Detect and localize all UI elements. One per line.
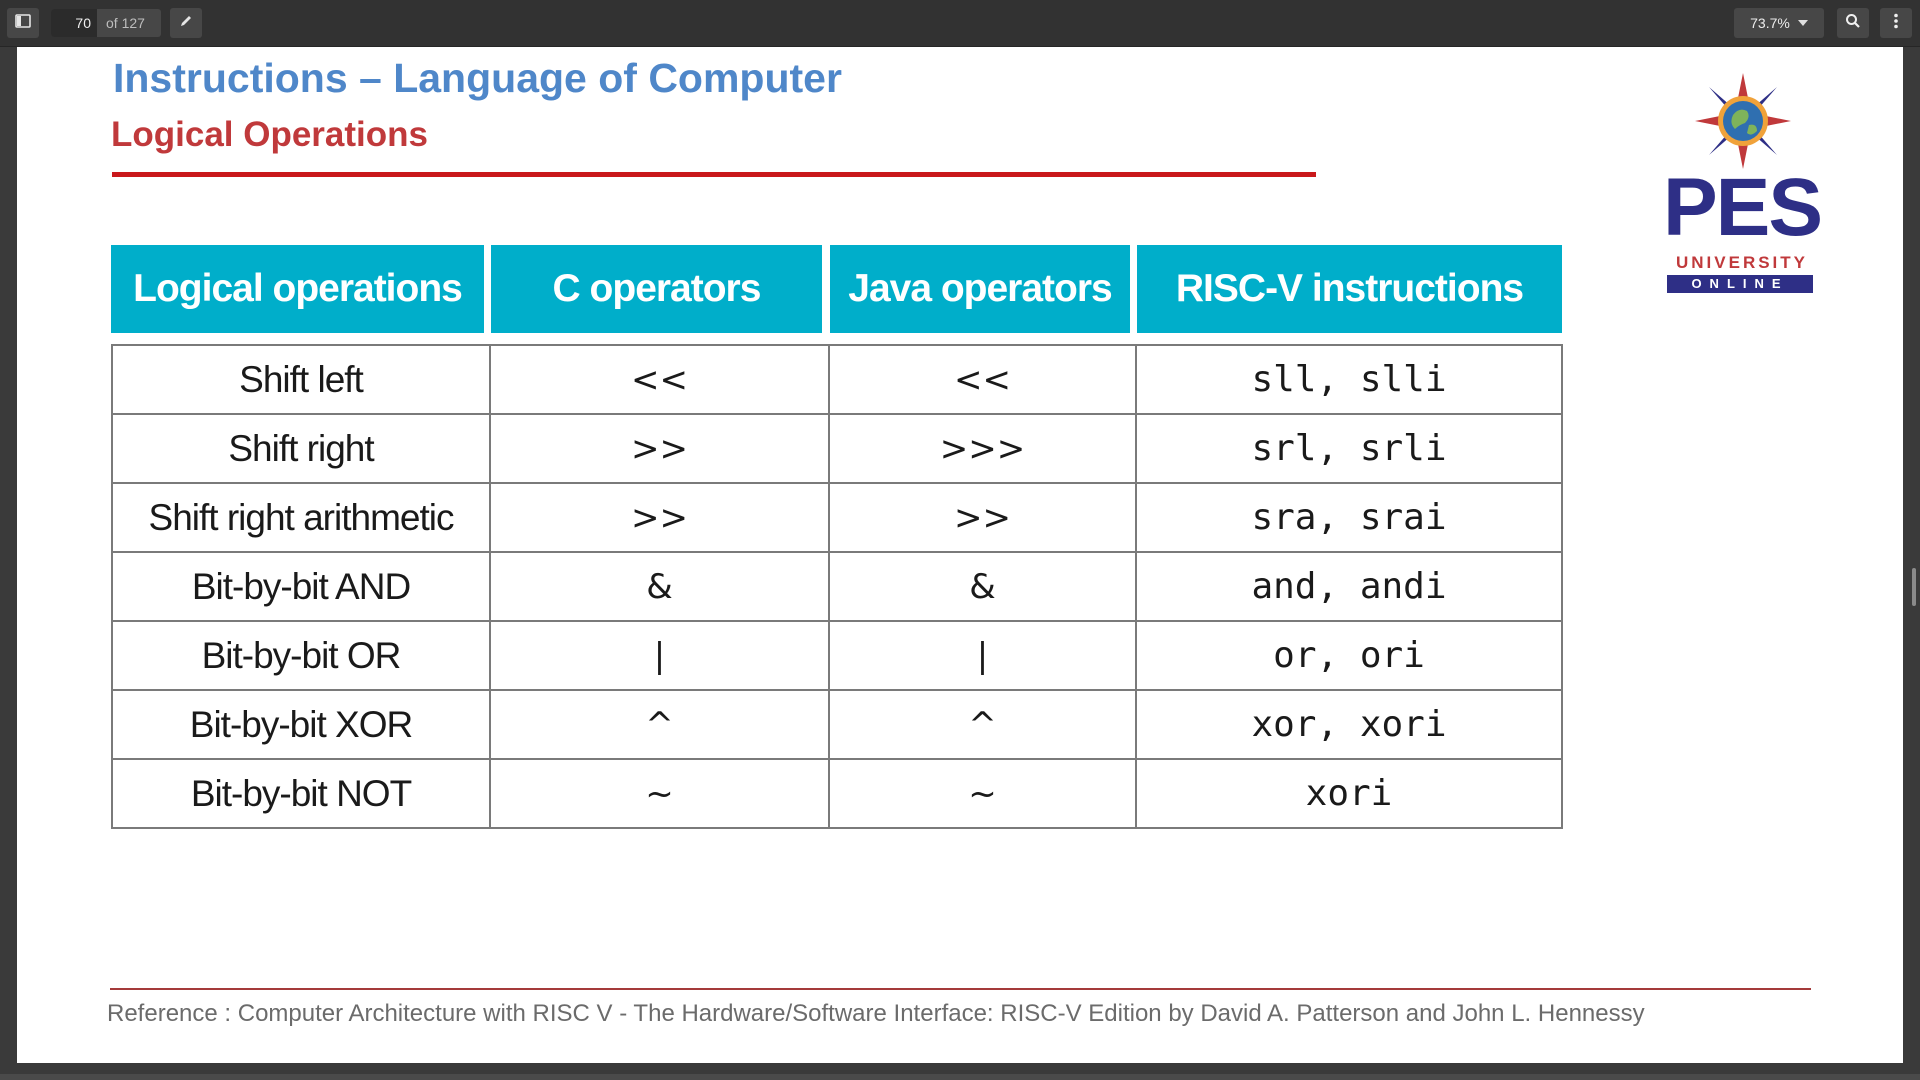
c-operator-cell: & [489, 551, 830, 622]
logical-operations-table: Shift left << << sll, slli Shift right >… [111, 344, 1563, 829]
c-operator-cell: | [489, 620, 830, 691]
riscv-instruction-cell: xor, xori [1135, 689, 1563, 760]
operation-cell: Bit-by-bit NOT [111, 758, 491, 829]
riscv-instruction-cell: and, andi [1135, 551, 1563, 622]
operation-cell: Bit-by-bit AND [111, 551, 491, 622]
page-total-label: of 127 [106, 15, 145, 31]
riscv-instruction-cell: or, ori [1135, 620, 1563, 691]
operation-cell: Bit-by-bit XOR [111, 689, 491, 760]
viewer-toolbar: of 127 73.7% [0, 0, 1920, 47]
c-operator-cell: >> [489, 482, 830, 553]
operation-cell: Bit-by-bit OR [111, 620, 491, 691]
java-operator-cell: | [828, 620, 1137, 691]
java-operator-cell: >>> [828, 413, 1137, 484]
riscv-instruction-cell: srl, srli [1135, 413, 1563, 484]
pes-university-logo: PES UNIVERSITY ONLINE [1657, 73, 1827, 303]
pencil-icon [179, 14, 193, 33]
java-operator-cell: << [828, 344, 1137, 415]
document-page: Instructions – Language of Computer Logi… [17, 47, 1903, 1063]
c-operator-cell: >> [489, 413, 830, 484]
table-row: Shift right >> >>> srl, srli [111, 413, 1563, 484]
table-row: Bit-by-bit XOR ^ ^ xor, xori [111, 689, 1563, 760]
draw-button[interactable] [170, 8, 202, 38]
logo-wordmark: PES [1662, 162, 1823, 253]
slide-title: Instructions – Language of Computer [113, 55, 842, 101]
operation-cell: Shift left [111, 344, 491, 415]
more-menu-button[interactable] [1880, 8, 1912, 38]
header-logical-operations: Logical operations [111, 245, 484, 333]
reference-divider [110, 988, 1811, 990]
operation-cell: Shift right arithmetic [111, 482, 491, 553]
page-number-input[interactable] [51, 9, 97, 37]
java-operator-cell: >> [828, 482, 1137, 553]
table-row: Bit-by-bit OR | | or, ori [111, 620, 1563, 691]
c-operator-cell: << [489, 344, 830, 415]
java-operator-cell: ^ [828, 689, 1137, 760]
compass-globe-icon [1695, 73, 1791, 169]
table-row: Shift left << << sll, slli [111, 344, 1563, 415]
viewer-bottom-edge [0, 1074, 1920, 1080]
title-divider [112, 172, 1316, 177]
logo-university-text: UNIVERSITY [1675, 253, 1809, 272]
header-c-operators: C operators [491, 245, 822, 333]
c-operator-cell: ~ [489, 758, 830, 829]
riscv-instruction-cell: sll, slli [1135, 344, 1563, 415]
operation-cell: Shift right [111, 413, 491, 484]
c-operator-cell: ^ [489, 689, 830, 760]
more-vert-icon [1893, 13, 1899, 34]
header-riscv-instructions: RISC-V instructions [1137, 245, 1562, 333]
search-icon [1845, 13, 1861, 34]
search-button[interactable] [1837, 8, 1869, 38]
page-number-control: of 127 [51, 9, 161, 37]
java-operator-cell: & [828, 551, 1137, 622]
java-operator-cell: ~ [828, 758, 1137, 829]
table-row: Bit-by-bit NOT ~ ~ xori [111, 758, 1563, 829]
chevron-down-icon [1797, 20, 1808, 26]
table-row: Shift right arithmetic >> >> sra, srai [111, 482, 1563, 553]
riscv-instruction-cell: sra, srai [1135, 482, 1563, 553]
table-row: Bit-by-bit AND & & and, andi [111, 551, 1563, 622]
zoom-dropdown[interactable]: 73.7% [1734, 8, 1824, 38]
header-java-operators: Java operators [830, 245, 1130, 333]
sidebar-toggle-icon [15, 13, 31, 33]
reference-text: Reference : Computer Architecture with R… [107, 1000, 1645, 1027]
vertical-scrollbar-thumb[interactable] [1912, 568, 1916, 606]
riscv-instruction-cell: xori [1135, 758, 1563, 829]
slide-subtitle: Logical Operations [111, 115, 428, 154]
sidebar-toggle-button[interactable] [7, 8, 39, 38]
logo-online-text: ONLINE [1667, 275, 1813, 293]
zoom-level: 73.7% [1750, 15, 1790, 31]
